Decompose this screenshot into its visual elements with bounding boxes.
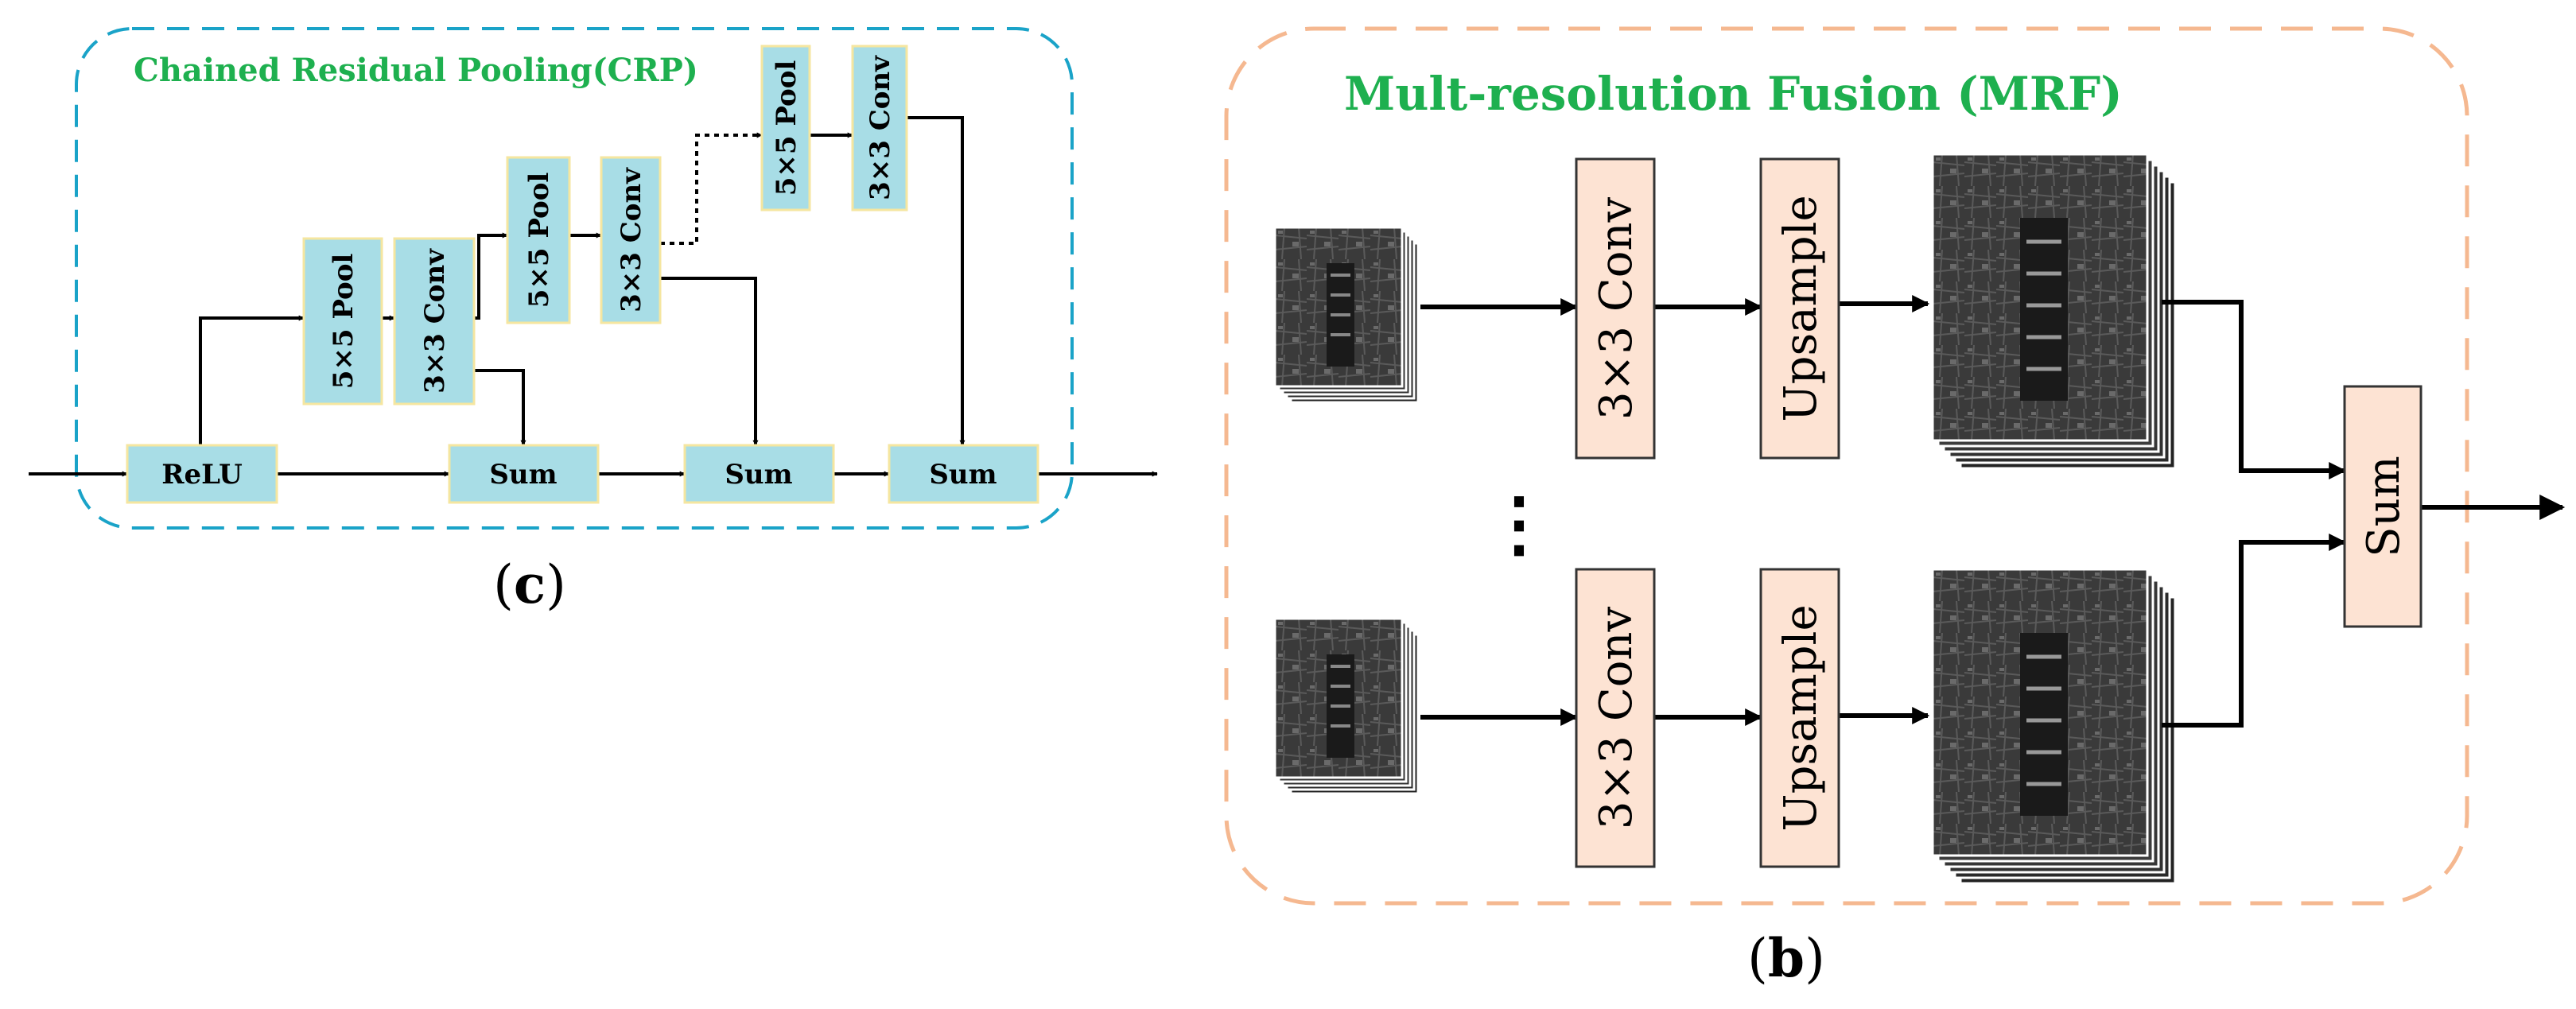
feature-map-bottom-input bbox=[1273, 617, 1420, 795]
crp-node-conv2: 3×3 Conv bbox=[600, 156, 662, 324]
svg-text:Sum: Sum bbox=[929, 459, 997, 491]
crp-node-pool3: 5×5 Pool bbox=[760, 45, 811, 212]
mrf-node-upsample-top: Upsample bbox=[1759, 157, 1840, 460]
svg-text:Sum: Sum bbox=[2358, 456, 2410, 557]
crp-node-relu: ReLU bbox=[126, 444, 278, 504]
feature-map-top-upsampled bbox=[1933, 154, 2175, 468]
svg-text:3×3 Conv: 3×3 Conv bbox=[1591, 607, 1642, 830]
mrf-panel: Mult-resolution Fusion (MRF) 3×3 Conv Up… bbox=[1224, 26, 2566, 989]
feature-map-bottom-upsampled bbox=[1933, 569, 2175, 883]
mrf-node-conv-top: 3×3 Conv bbox=[1575, 157, 1656, 460]
mrf-panel-label: (b) bbox=[1747, 927, 1825, 989]
crp-title: Chained Residual Pooling(CRP) bbox=[134, 52, 698, 89]
mrf-title: Mult-resolution Fusion (MRF) bbox=[1344, 67, 2123, 121]
crp-node-sum1: Sum bbox=[448, 444, 600, 504]
mrf-node-conv-bottom: 3×3 Conv bbox=[1575, 568, 1656, 868]
svg-text:5×5 Pool: 5×5 Pool bbox=[328, 254, 359, 390]
svg-text:Upsample: Upsample bbox=[1775, 604, 1827, 831]
mrf-edges bbox=[1420, 295, 2566, 728]
svg-text:3×3 Conv: 3×3 Conv bbox=[419, 248, 451, 394]
crp-node-pool1: 5×5 Pool bbox=[302, 237, 383, 406]
mrf-node-upsample-bottom: Upsample bbox=[1759, 568, 1840, 868]
crp-node-conv3: 3×3 Conv bbox=[851, 45, 908, 212]
mrf-ellipsis: ⋮ bbox=[1483, 482, 1555, 566]
svg-text:5×5 Pool: 5×5 Pool bbox=[771, 60, 802, 196]
svg-text:ReLU: ReLU bbox=[161, 459, 243, 491]
crp-panel-label: (c) bbox=[493, 553, 566, 615]
svg-text:3×3 Conv: 3×3 Conv bbox=[1591, 197, 1642, 421]
feature-map-top-input bbox=[1273, 226, 1420, 404]
crp-edges bbox=[29, 116, 1158, 477]
mrf-node-sum: Sum bbox=[2343, 385, 2423, 628]
svg-text:(b): (b) bbox=[1747, 927, 1825, 989]
svg-text:Sum: Sum bbox=[725, 459, 792, 491]
svg-text:Upsample: Upsample bbox=[1775, 195, 1827, 421]
crp-node-conv1: 3×3 Conv bbox=[393, 237, 476, 406]
svg-text:3×3 Conv: 3×3 Conv bbox=[616, 167, 647, 312]
svg-text:(c): (c) bbox=[493, 553, 566, 615]
crp-node-pool2: 5×5 Pool bbox=[506, 156, 571, 324]
svg-text:5×5 Pool: 5×5 Pool bbox=[523, 173, 555, 309]
crp-panel: Chained Residual Pooling(CRP) ReLU 5×5 bbox=[29, 27, 1158, 615]
crp-node-sum3: Sum bbox=[888, 444, 1039, 504]
svg-text:3×3 Conv: 3×3 Conv bbox=[864, 55, 896, 200]
crp-node-sum2: Sum bbox=[683, 444, 835, 504]
mrf-dashed-border bbox=[1224, 26, 2469, 906]
crp-dashed-border bbox=[75, 27, 1074, 530]
svg-text:Sum: Sum bbox=[489, 459, 557, 491]
